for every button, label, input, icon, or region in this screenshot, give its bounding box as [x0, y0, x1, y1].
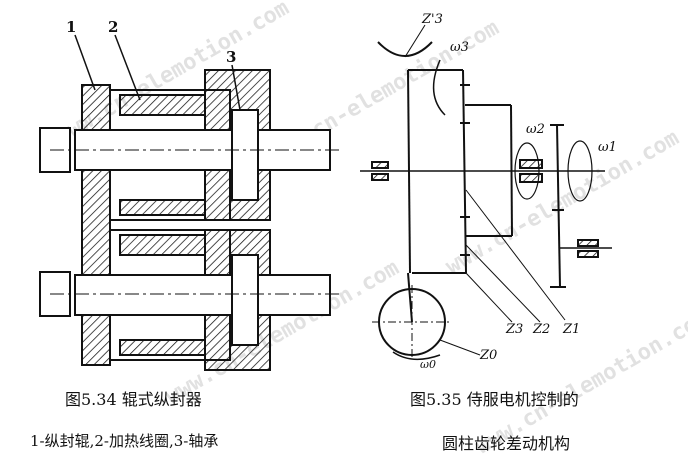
right-figure-caption-line1: 图5.35 侍服电机控制的 [410, 390, 579, 409]
roller-sealer-drawing [39, 34, 340, 371]
label-z2: Z2 [533, 322, 551, 337]
left-figure-caption: 图5.34 辊式纵封器 [65, 390, 202, 409]
label-z0: Z0 [480, 348, 498, 363]
differential-mechanism-drawing [360, 24, 612, 361]
label-omega3: ω3 [450, 40, 469, 55]
left-figure-legend: 1-纵封辊,2-加热线圈,3-轴承 [30, 432, 219, 450]
label-omega0: ω0 [420, 358, 436, 371]
right-figure-caption-line2: 圆柱齿轮差动机构 [442, 434, 571, 453]
label-omega2: ω2 [526, 122, 545, 137]
part-label-1: 1 [66, 18, 77, 36]
part-label-3: 3 [226, 48, 237, 66]
label-z1: Z1 [563, 322, 581, 337]
label-z3-prime: Z'3 [422, 12, 443, 27]
part-label-2: 2 [108, 18, 119, 36]
label-omega1: ω1 [598, 140, 617, 155]
label-z3: Z3 [506, 322, 524, 337]
